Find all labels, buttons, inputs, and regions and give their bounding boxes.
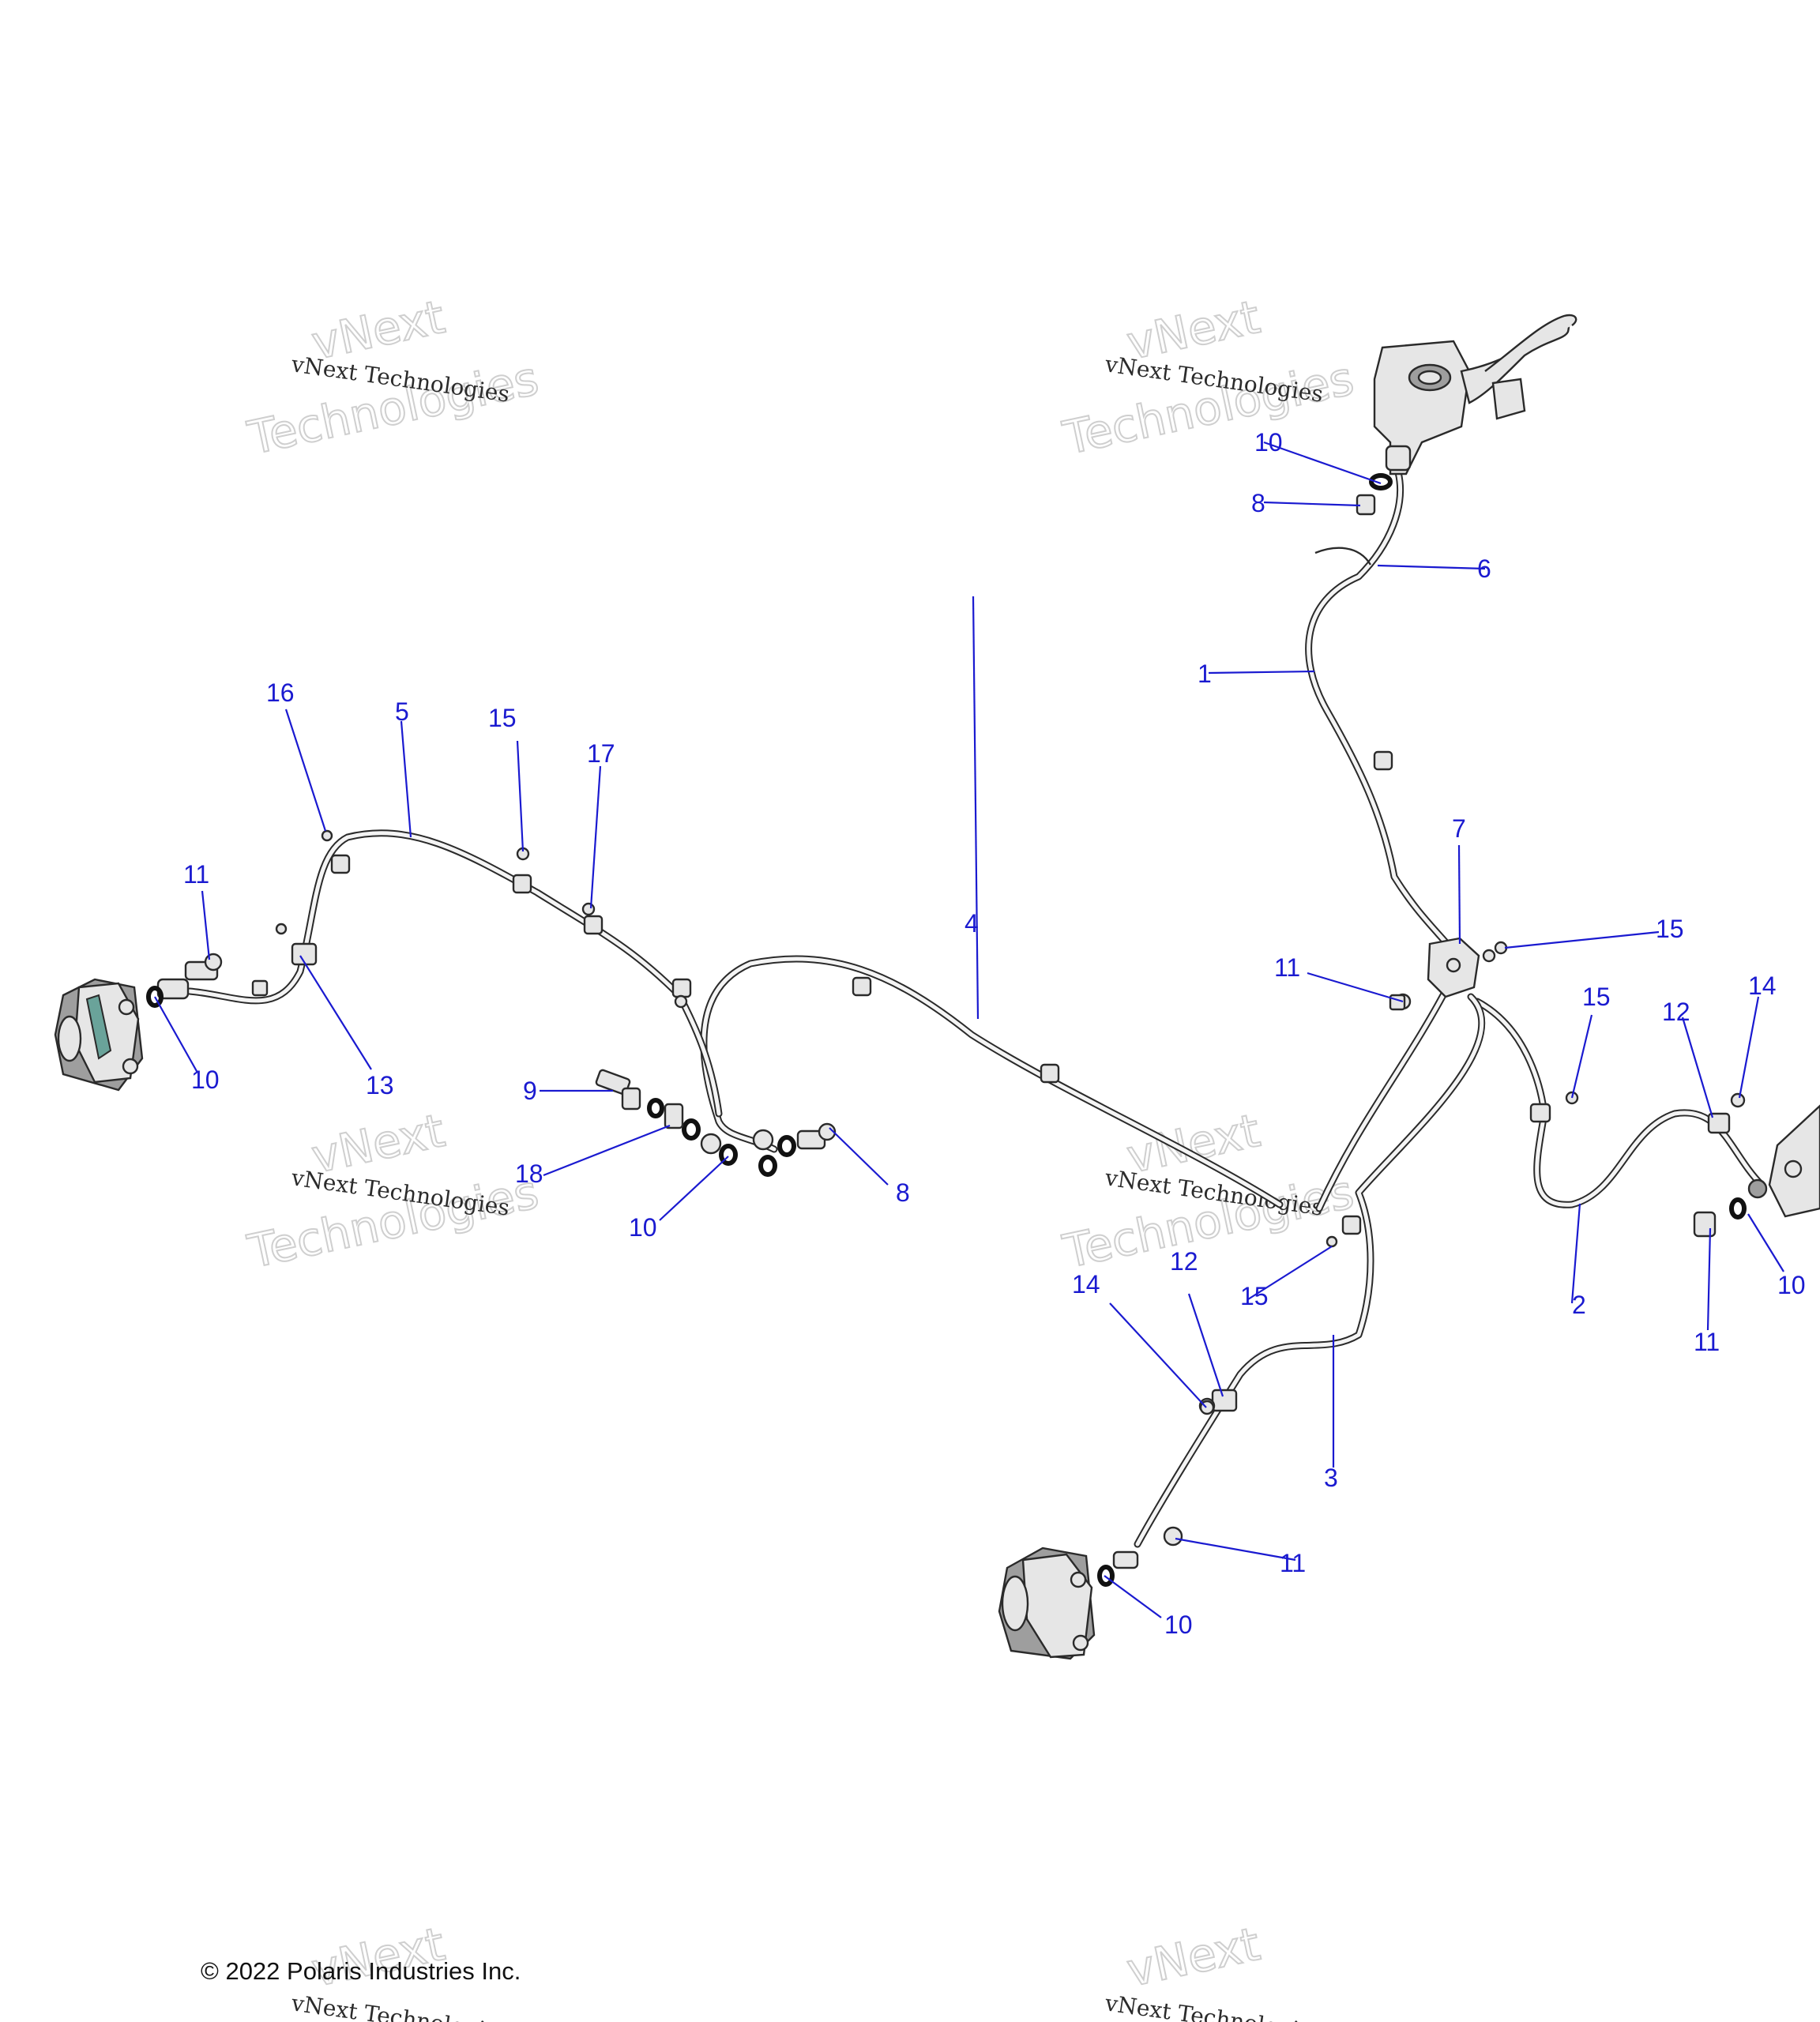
callout-7: 7 (1452, 814, 1466, 843)
junction-fittings-center (595, 1069, 837, 1177)
hose-5-junction-to-left-caliper (186, 829, 723, 1118)
callout-15: 15 (1240, 1282, 1269, 1310)
callout-8: 8 (896, 1178, 910, 1207)
callout-10: 10 (191, 1065, 220, 1094)
hose-clips (291, 750, 1731, 1412)
hose-4-valve-to-rear-junction (700, 955, 1453, 1212)
callout-10: 10 (1777, 1271, 1806, 1299)
callout-18: 18 (515, 1159, 543, 1188)
svg-text:vNext Technologies: vNext Technologies (289, 1990, 511, 2022)
callout-14: 14 (1748, 972, 1777, 1000)
small-bolts-left (275, 829, 688, 1009)
callout-2: 2 (1572, 1291, 1586, 1319)
callout-17: 17 (587, 739, 615, 768)
callout-13: 13 (366, 1071, 394, 1099)
callout-12: 12 (1170, 1247, 1198, 1276)
callout-11: 11 (1280, 1549, 1306, 1577)
svg-text:vNext Technologies: vNext Technologies (1103, 1990, 1325, 2022)
caliper-front (998, 1397, 1216, 1660)
svg-text:vNext: vNext (1122, 1917, 1265, 1998)
callout-8: 8 (1251, 489, 1265, 517)
callout-1: 1 (1198, 660, 1212, 688)
watermark-mid-left: vNext Technologies vNext Technologies (243, 1103, 544, 1280)
callout-3: 3 (1324, 1464, 1338, 1492)
callout-10: 10 (1254, 428, 1283, 457)
proportioning-valve (1389, 937, 1496, 1011)
callout-15: 15 (1582, 983, 1611, 1011)
watermark-mid-right: vNext Technologies vNext Technologies (1058, 1103, 1359, 1280)
master-cylinder-assembly (1373, 314, 1577, 475)
callout-11: 11 (1694, 1328, 1720, 1356)
callout-16: 16 (266, 678, 295, 707)
leader-lines (154, 441, 1784, 1618)
callout-15: 15 (488, 704, 517, 732)
callout-6: 6 (1477, 554, 1491, 583)
banjo-fitting-master (1314, 445, 1412, 566)
watermark-top-left: vNext Technologies vNext Technologies (243, 289, 544, 466)
hose-1-master-to-valve (1305, 468, 1451, 948)
callout-9: 9 (523, 1077, 537, 1105)
callout-labels: 10 8 6 1 7 15 11 15 12 14 2 10 11 15 12 … (183, 428, 1806, 1639)
callout-10: 10 (629, 1213, 657, 1242)
callout-11: 11 (183, 860, 209, 889)
watermark-bottom-right: vNext vNext Technologies (1103, 1916, 1325, 2022)
callout-15: 15 (1656, 915, 1684, 943)
callout-11: 11 (1274, 953, 1300, 982)
callout-12: 12 (1662, 998, 1690, 1026)
hose-2-valve-to-right-caliper (1473, 998, 1765, 1208)
hose-3-valve-to-front-caliper (1134, 993, 1486, 1548)
caliper-left (54, 953, 269, 1092)
copyright-notice: © 2022 Polaris Industries Inc. (201, 1957, 521, 1985)
callout-14: 14 (1072, 1270, 1100, 1299)
callout-5: 5 (395, 697, 409, 726)
callout-10: 10 (1164, 1610, 1193, 1639)
callout-4: 4 (965, 909, 979, 938)
watermark-top-right: vNext Technologies vNext Technologies (1058, 289, 1359, 466)
